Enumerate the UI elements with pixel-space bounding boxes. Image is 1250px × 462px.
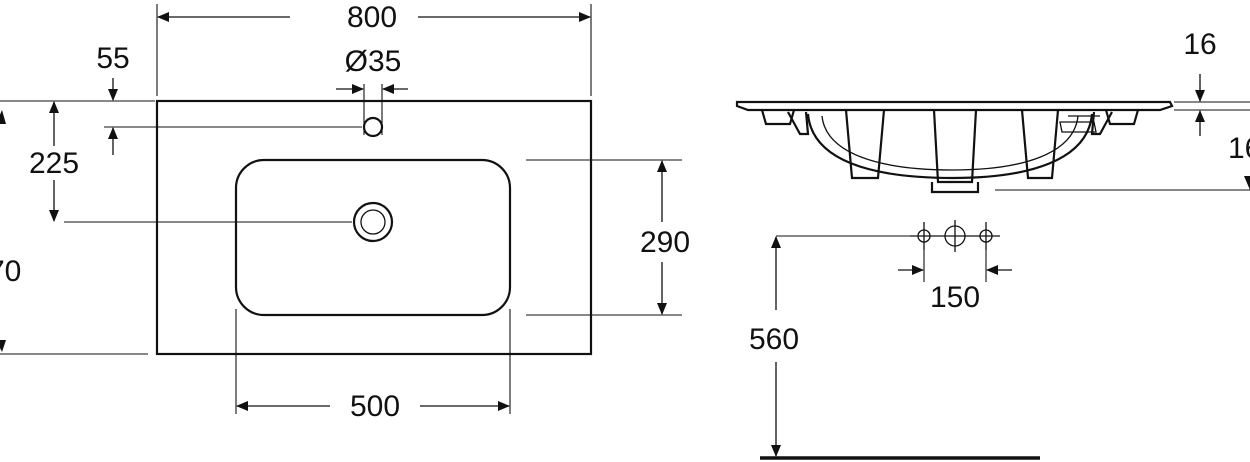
tap-holes [910, 220, 1000, 252]
top-view: 800 Ø35 55 225 70 290 [0, 1, 690, 423]
dim-drain-offset-label: 225 [29, 147, 79, 180]
dim-tap-spacing-label: 150 [930, 281, 980, 314]
dim-width-label: 800 [347, 1, 397, 34]
drain-inner [360, 209, 386, 235]
basin-outline [155, 99, 593, 356]
tap-hole [362, 116, 384, 138]
dim-depth-label: 70 [0, 255, 21, 288]
dim-rim-thickness-label: 16 [1183, 28, 1216, 61]
dim-tap-hole-label: Ø35 [345, 45, 402, 78]
dim-rim-height-label: 16 [1228, 132, 1250, 165]
dim-bowl-depth-label: 290 [640, 226, 690, 259]
basin-rim [735, 100, 1174, 112]
dim-bowl-width-label: 500 [350, 390, 400, 423]
side-view: 16 16 150 560 [735, 28, 1250, 460]
bowl-underside [806, 113, 1094, 180]
drain-outer [352, 201, 394, 243]
bowl-outline [234, 158, 512, 317]
dim-mounting-height-label: 560 [749, 323, 799, 356]
dim-tap-offset-label: 55 [96, 42, 129, 75]
